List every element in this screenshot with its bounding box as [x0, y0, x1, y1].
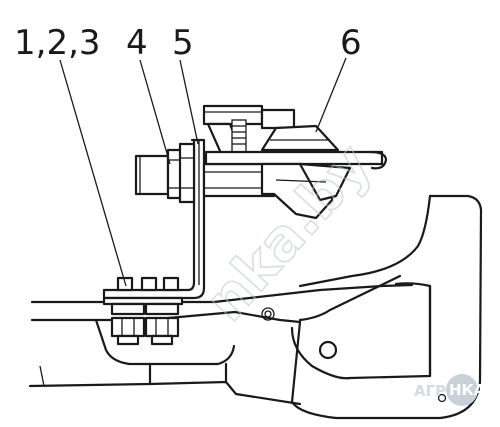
logo-right-text: НКА: [449, 381, 486, 399]
bolt-nut-washer-assembly: [102, 296, 184, 346]
sensor-assembly: [202, 104, 388, 220]
leader-lines: [59, 57, 347, 287]
leader-4: [139, 59, 171, 165]
callout-5: 5: [172, 23, 194, 63]
agro-nka-logo: АГРО НКА: [414, 374, 486, 406]
callout-labels: 1,2,3 4 5 6: [14, 23, 362, 63]
leader-5: [179, 59, 199, 145]
logo-circle: [446, 374, 478, 406]
right-bracket-plate: [261, 194, 483, 420]
callout-4: 4: [126, 23, 148, 63]
spring-coil: [231, 119, 247, 155]
callout-1-2-3: 1,2,3: [14, 23, 101, 63]
leader-6: [315, 57, 347, 133]
leader-1-2-3: [59, 59, 127, 287]
callout-6: 6: [340, 23, 362, 63]
